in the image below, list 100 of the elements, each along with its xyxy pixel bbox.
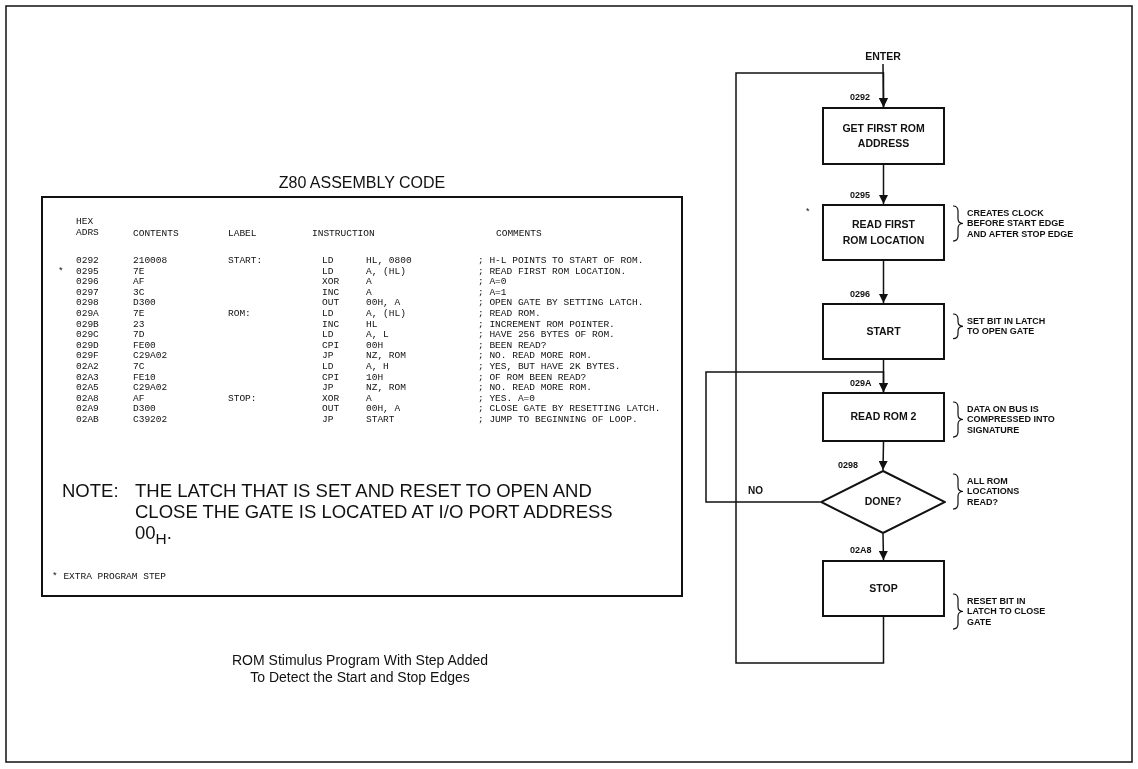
table-cell: LD — [322, 255, 334, 266]
column-header: LABEL — [228, 228, 257, 239]
table-cell: ; OF ROM BEEN READ? — [478, 371, 587, 383]
table-cell: D300 — [133, 297, 156, 309]
column-header: HEX ADRS — [76, 216, 100, 238]
footnote: * EXTRA PROGRAM STEP — [52, 571, 167, 582]
column-header: CONTENTS — [133, 228, 179, 239]
diagram-title: Z80 ASSEMBLY CODE — [277, 174, 447, 192]
address-label: 0296 — [850, 289, 871, 300]
table-cell: 029A — [76, 308, 99, 319]
table-cell: HL, 0800 — [366, 255, 412, 266]
asterisk-mark: * — [806, 206, 810, 217]
table-cell: D300 — [133, 403, 156, 415]
table-cell: ; INCREMENT ROM POINTER. — [478, 318, 615, 330]
table-cell: C29A02 — [133, 382, 168, 394]
table-cell: ; NO. READ MORE ROM. — [478, 382, 593, 394]
arrow — [878, 533, 888, 561]
arrow — [879, 260, 888, 304]
arrow — [878, 441, 888, 471]
table-cell: JP — [322, 350, 334, 362]
address-label: 0292 — [850, 92, 871, 103]
edge-label: NO — [748, 485, 763, 497]
table-cell: A — [366, 392, 372, 404]
table-cell: INC — [322, 286, 340, 298]
table-cell: 0298 — [76, 297, 99, 309]
table-cell: 00H, A — [366, 403, 401, 415]
note-text: THE LATCH THAT IS SET AND RESET TO OPEN AND CLOSE THE GATE IS LOCATED AT I/O PORT ADDRESS 00$_{H}$. — [135, 480, 614, 549]
table-cell: NZ, ROM — [366, 350, 406, 362]
step-note: RESET BIT IN LATCH TO CLOSE GATE — [967, 596, 1047, 628]
address-label: 0295 — [850, 190, 871, 201]
table-cell: LD — [322, 361, 334, 372]
table-cell: INC — [322, 318, 340, 330]
table-cell: 00H, A — [366, 297, 401, 309]
process-box: READ ROM 2 — [822, 392, 945, 442]
table-cell: ; CLOSE GATE BY RESETTING LATCH. — [478, 403, 661, 415]
table-cell: ; READ FIRST ROM LOCATION. — [478, 265, 627, 277]
column-header: COMMENTS — [496, 228, 542, 239]
process-box: GET FIRST ROM ADDRESS — [822, 107, 945, 165]
process-box: READ FIRST ROM LOCATION — [822, 204, 945, 261]
step-note: ALL ROM LOCATIONS READ? — [967, 476, 1021, 508]
table-cell: 02A3 — [76, 371, 99, 383]
arrow — [735, 72, 888, 664]
table-cell: 23 — [133, 318, 145, 330]
table-cell: A, (HL) — [366, 265, 406, 277]
column-header: INSTRUCTION — [312, 228, 375, 239]
address-label: 02A8 — [850, 545, 872, 556]
table-cell: A, H — [366, 361, 389, 372]
table-cell: START — [366, 414, 395, 425]
table-cell: ; YES. A=0 — [478, 392, 535, 404]
table-cell: 0295 — [76, 265, 99, 277]
table-cell: 00H — [366, 339, 384, 351]
step-note: DATA ON BUS IS COMPRESSED INTO SIGNATURE — [967, 404, 1056, 436]
table-cell: FE00 — [133, 339, 156, 351]
address-label: 0298 — [838, 460, 859, 471]
table-cell: 02A8 — [76, 392, 99, 404]
table-cell: JP — [322, 382, 334, 394]
table-cell: 02A2 — [76, 361, 99, 372]
decision-diamond: DONE? — [820, 470, 946, 534]
table-cell: JP — [322, 414, 334, 425]
table-cell: XOR — [322, 392, 340, 404]
table-cell: 7D — [133, 329, 145, 341]
table-cell: * — [58, 265, 64, 277]
table-cell: ; READ ROM. — [478, 308, 541, 319]
table-cell: 10H — [366, 371, 384, 383]
entry-label: ENTER — [858, 50, 908, 64]
process-box: START — [822, 303, 945, 360]
table-cell: OUT — [322, 403, 340, 415]
table-cell: START: — [228, 255, 263, 266]
table-cell: 210008 — [133, 255, 168, 266]
table-cell: XOR — [322, 276, 340, 288]
step-note: SET BIT IN LATCH TO OPEN GATE — [967, 316, 1047, 337]
table-cell: 7E — [133, 308, 145, 319]
table-cell: ; A=0 — [478, 276, 507, 288]
table-cell: ; YES, BUT HAVE 2K BYTES. — [478, 361, 621, 372]
table-cell: LD — [322, 308, 334, 319]
table-cell: HL — [366, 318, 378, 330]
arrow — [879, 164, 888, 205]
process-box: STOP — [822, 560, 945, 617]
table-cell: ; A=1 — [478, 286, 507, 298]
table-cell: 7C — [133, 361, 145, 372]
table-cell: CPI — [322, 371, 340, 383]
table-cell: STOP: — [228, 392, 257, 404]
table-cell: ; H-L POINTS TO START OF ROM. — [478, 255, 644, 266]
note-label: NOTE: — [62, 480, 119, 501]
table-cell: ; HAVE 256 BYTES OF ROM. — [478, 329, 615, 341]
table-cell: 7E — [133, 265, 145, 277]
table-cell: 0292 — [76, 255, 99, 266]
step-note: CREATES CLOCK BEFORE START EDGE AND AFTER STOP EDGE — [967, 208, 1075, 240]
table-cell: 0296 — [76, 276, 99, 288]
table-cell: LD — [322, 265, 334, 277]
table-cell: ; JUMP TO BEGINNING OF LOOP. — [478, 414, 638, 425]
table-cell: A — [366, 276, 372, 288]
table-cell: AF — [133, 392, 145, 404]
table-cell: FE10 — [133, 371, 156, 383]
address-label: 029A — [850, 378, 872, 389]
figure-caption: ROM Stimulus Program With Step Added To Detect the Start and Stop Edges — [231, 652, 489, 686]
arrow — [705, 371, 888, 503]
table-cell: 02AB — [76, 414, 99, 425]
table-cell: 02A5 — [76, 382, 99, 394]
table-cell: A, (HL) — [366, 308, 406, 319]
